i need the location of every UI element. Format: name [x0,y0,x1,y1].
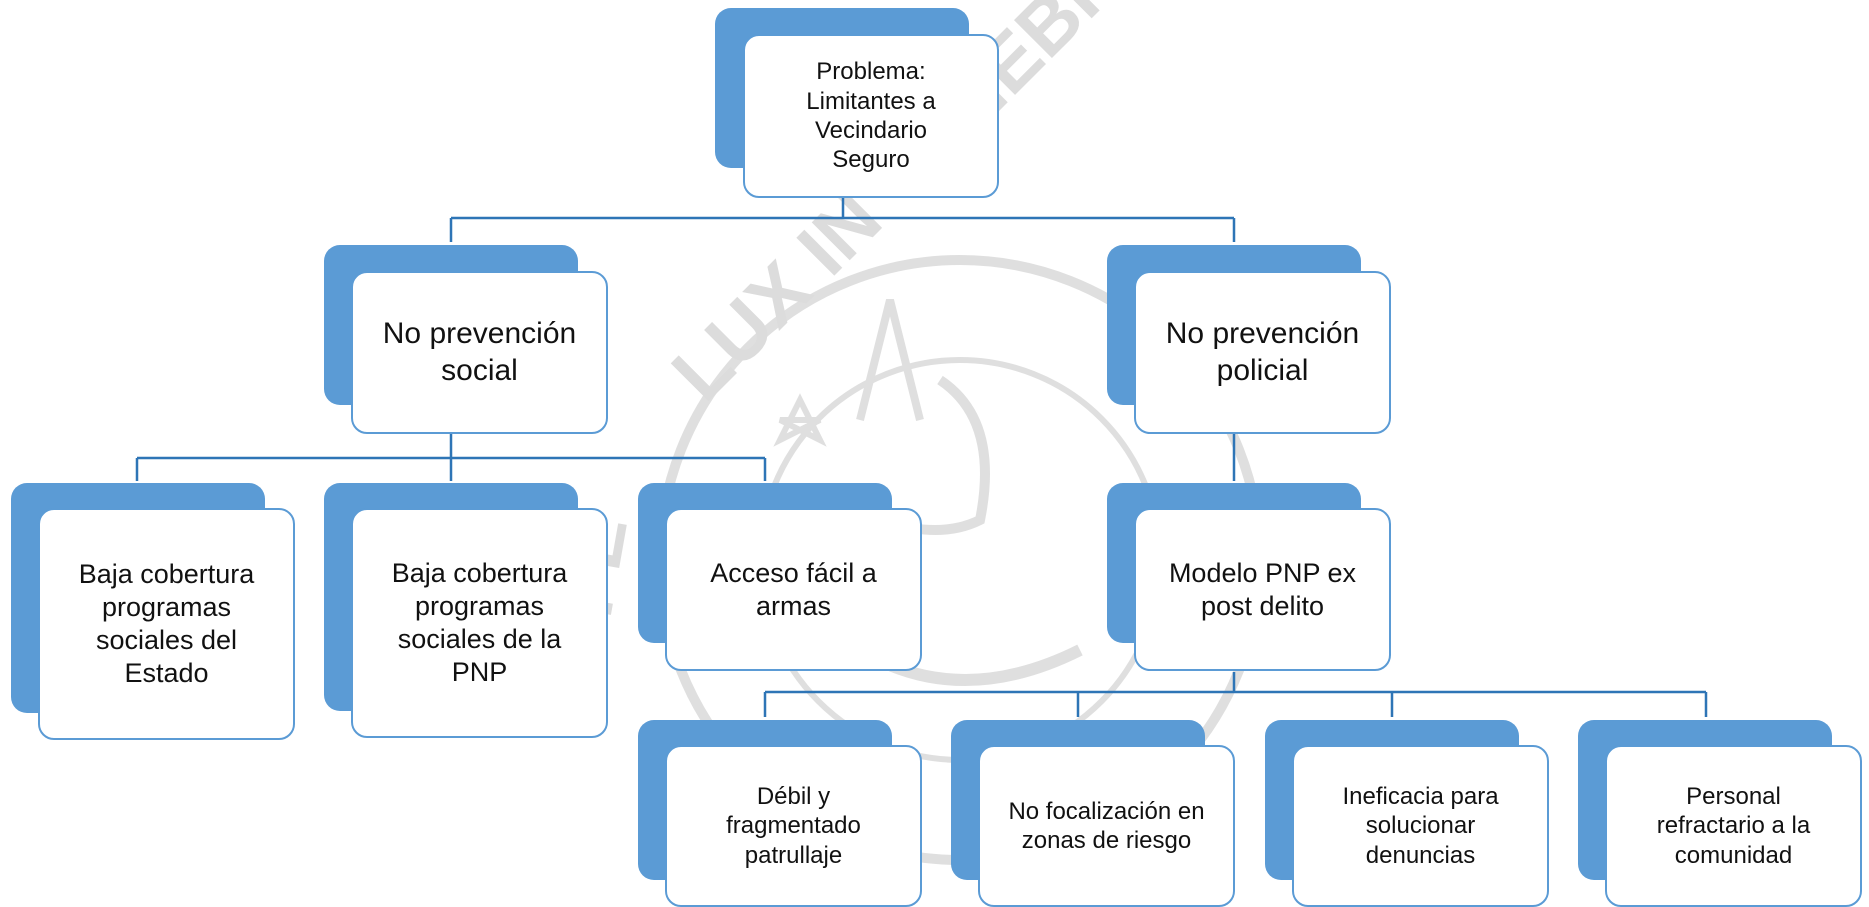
branch-social-label: No prevención social [351,271,608,434]
node-box [743,34,999,198]
risk-zones-text: No focalización en zonas de riesgo [1008,797,1205,854]
social-connector [135,432,767,481]
estado-programs-text: Baja cobertura programas sociales del Es… [78,559,255,688]
complaints-label: Ineficacia para solucionar denuncias [1292,745,1549,907]
root-label: Problema: Limitantes a Vecindario Seguro [743,34,999,198]
node-box [351,271,608,434]
pnp-model-text: Modelo PNP ex post delito [1168,557,1357,621]
node-box [1134,271,1391,434]
node-box [665,508,922,671]
pnp-model-label: Modelo PNP ex post delito [1134,508,1391,671]
node-box [351,508,608,738]
node-box [665,745,922,907]
patrol-label: Débil y fragmentado patrullaje [665,745,922,907]
estado-programs-label: Baja cobertura programas sociales del Es… [38,508,295,740]
root-label-text: Problema: Limitantes a Vecindario Seguro [806,58,936,174]
branch-policial-text: No prevención policial [1165,316,1360,387]
patrol-text: Débil y fragmentado patrullaje [726,783,861,869]
weapons-access-text: Acceso fácil a armas [710,557,877,621]
node-box [38,508,295,740]
root-connector [449,198,1236,242]
node-box [1605,745,1862,907]
risk-zones-label: No focalización en zonas de riesgo [978,745,1235,907]
node-box [1292,745,1549,907]
branch-policial-label: No prevención policial [1134,271,1391,434]
pnp-programs-text: Baja cobertura programas sociales de la … [391,558,568,687]
weapons-access-label: Acceso fácil a armas [665,508,922,671]
staff-label: Personal refractario a la comunidad [1605,745,1862,907]
complaints-text: Ineficacia para solucionar denuncias [1342,783,1499,869]
node-box [1134,508,1391,671]
node-box [978,745,1235,907]
branch-social-text: No prevención social [382,316,577,387]
model-connector [763,672,1708,717]
staff-text: Personal refractario a la comunidad [1656,783,1811,869]
pnp-programs-label: Baja cobertura programas sociales de la … [351,508,608,738]
